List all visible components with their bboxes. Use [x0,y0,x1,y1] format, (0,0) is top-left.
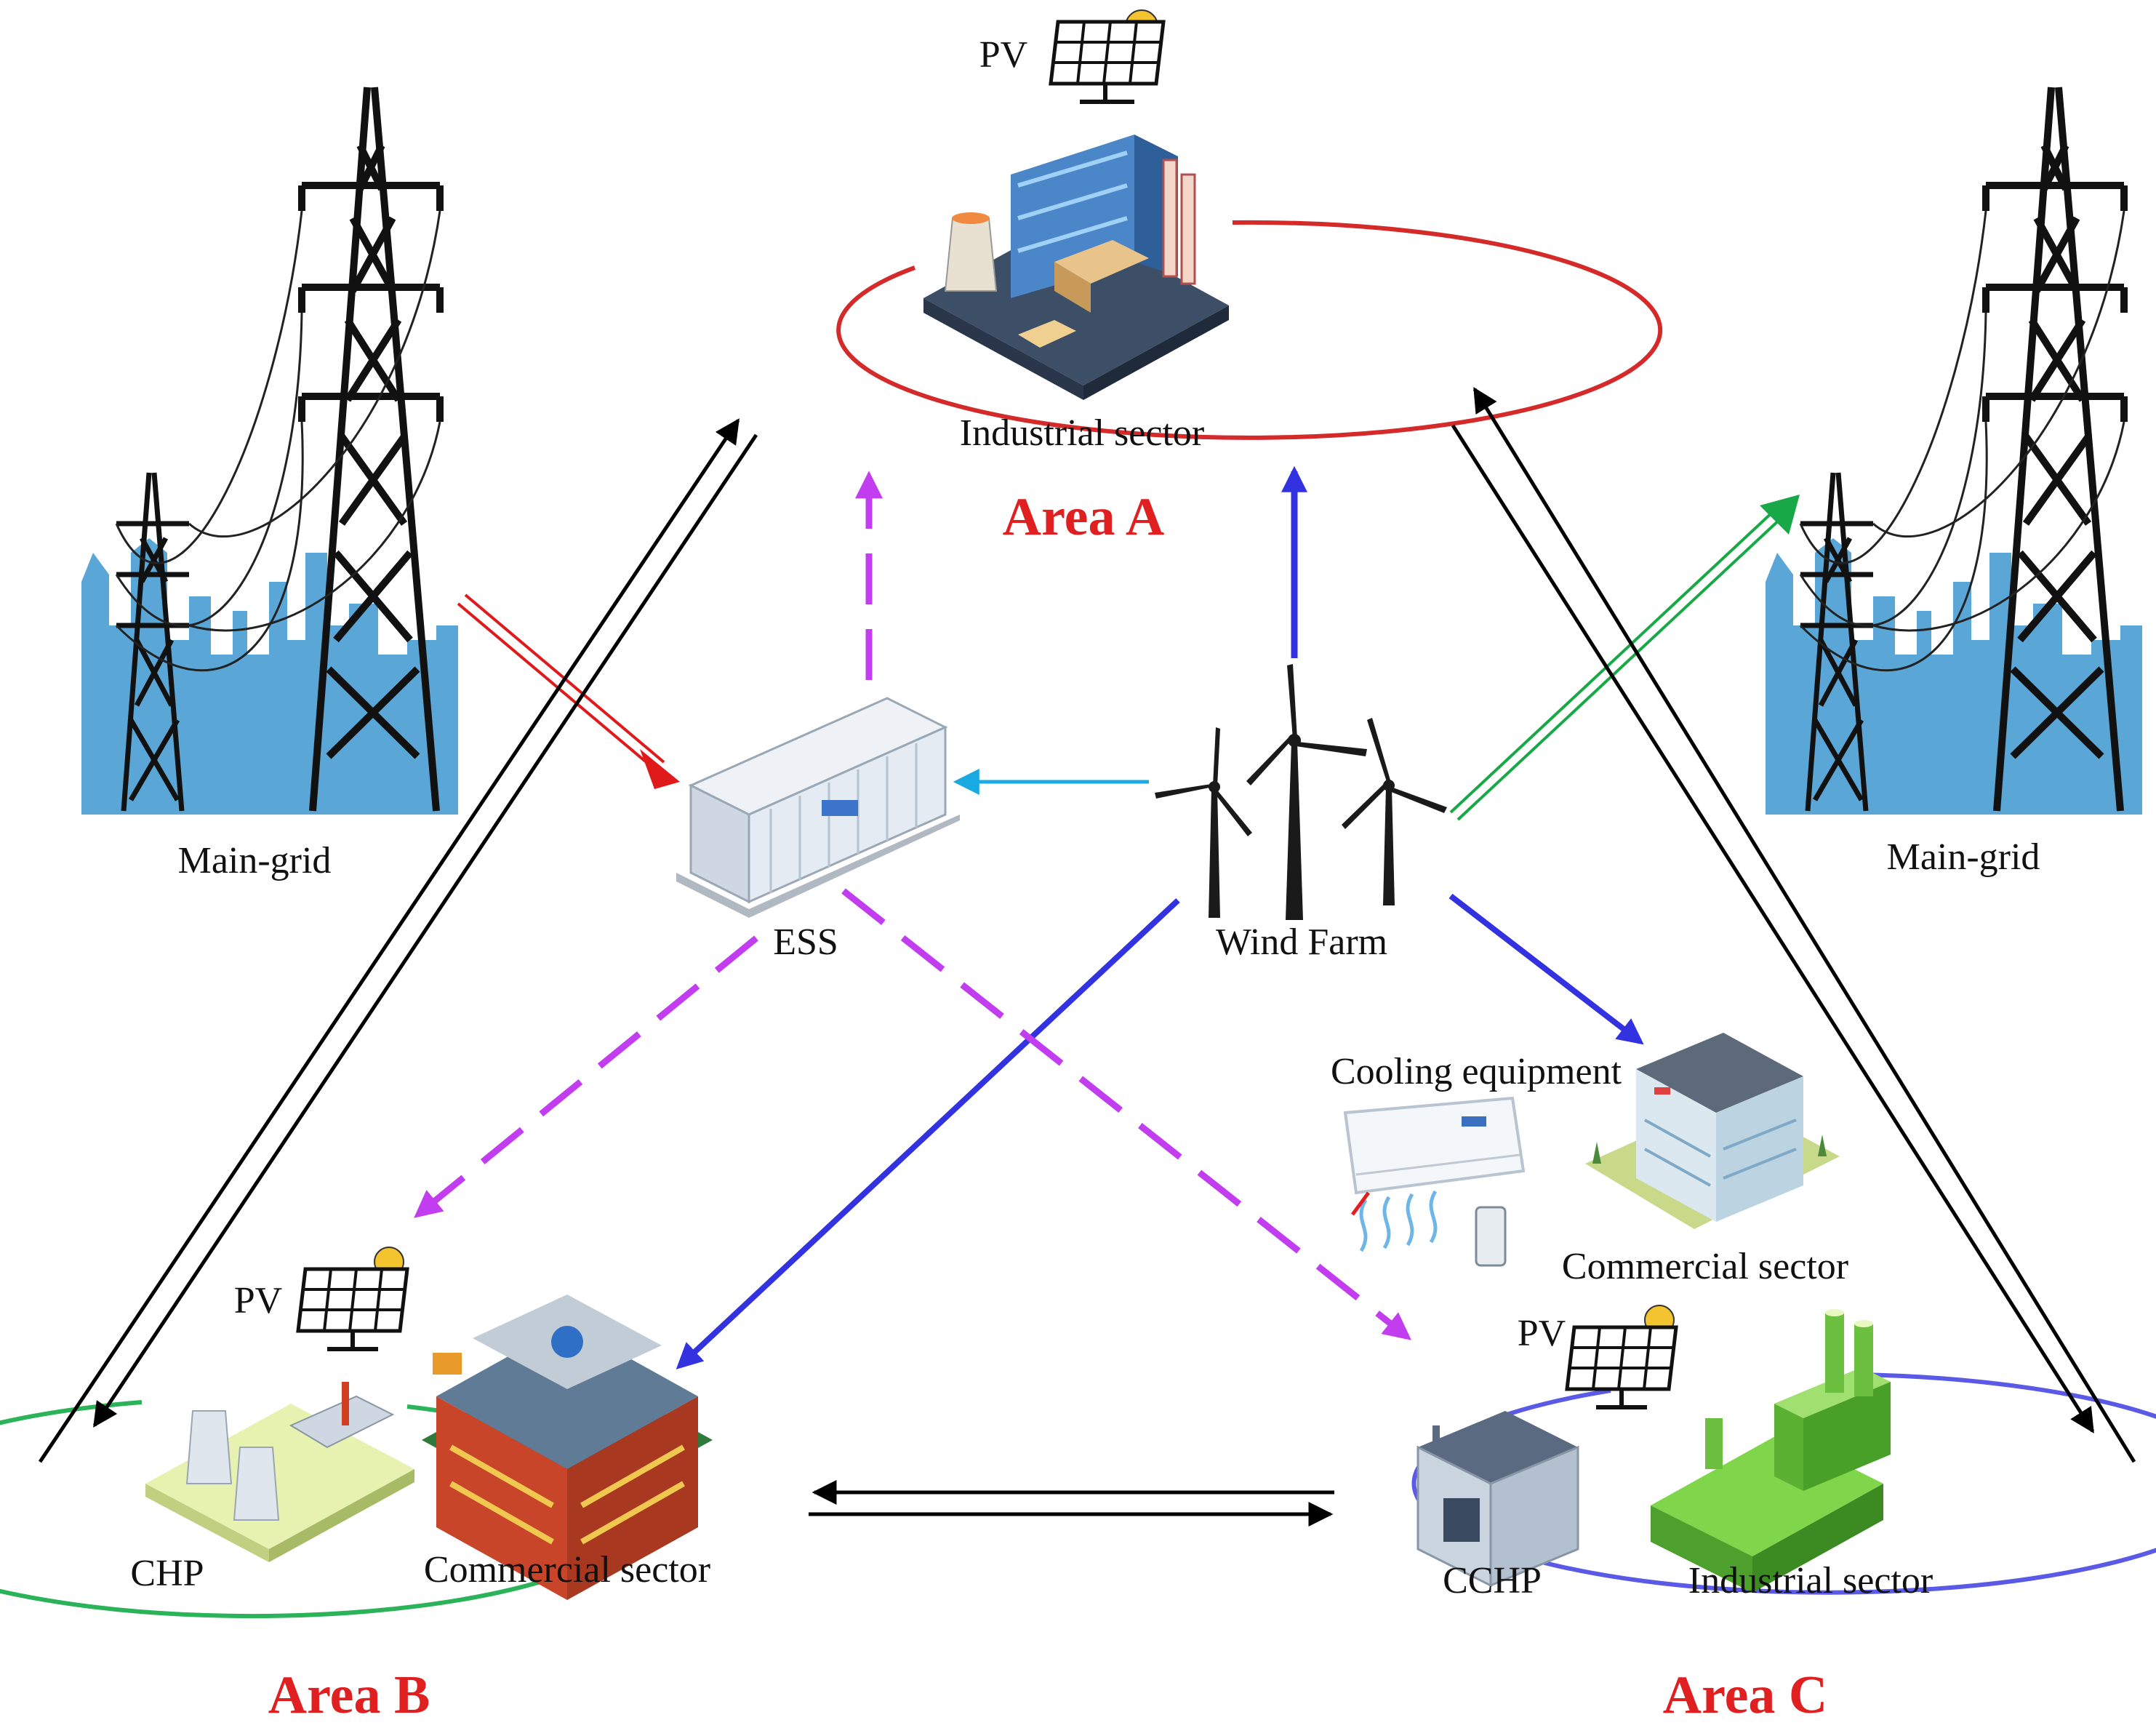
main-grid-right-illustration [1766,87,2142,815]
area-c-label: Area C [1663,1665,1828,1725]
solar-panel-icon-area-a [1049,9,1166,104]
wind-turbine-icon-left [1155,727,1252,918]
ess-to-area-b-arrow [414,935,758,1218]
area-a-ellipse [836,220,1663,440]
commercial-building-icon-area-b [422,1295,713,1600]
main-grid-right-label: Main-grid [1887,836,2040,878]
industrial-plant-icon-area-c [1651,1309,1891,1593]
chp-label: CHP [130,1553,204,1594]
transmission-tower-small-right [1800,472,1873,812]
solar-panel-icon-area-b [296,1247,409,1351]
transmission-tower-small-left [116,472,189,812]
area-b-label: Area B [268,1665,430,1725]
solar-panel-icon-area-c [1565,1305,1678,1409]
area-b-to-area-a-arrow [38,418,740,1463]
pv-label-area-b: PV [234,1280,282,1321]
cooling-equipment-label: Cooling equipment [1331,1051,1622,1092]
transmission-tower-large-left [298,87,444,812]
ess-to-area-c-arrow [841,888,1411,1340]
chp-plant-icon [145,1382,414,1562]
grid-to-ess-arrow [457,593,680,789]
area-a-label: Area A [1003,487,1165,547]
wind-to-commercial-b-arrow [676,898,1180,1369]
main-grid-left-label: Main-grid [178,840,332,881]
wind-farm-label: Wind Farm [1216,921,1387,963]
commercial-sector-label-area-b: Commercial sector [424,1549,710,1591]
wind-to-commercial-c-arrow [1448,893,1644,1045]
transmission-tower-large-right [1982,87,2128,812]
main-grid-left-illustration [81,87,458,815]
ess-label: ESS [773,921,838,963]
cchp-label: CCHP [1443,1560,1542,1601]
commercial-sector-label-area-c: Commercial sector [1562,1246,1848,1287]
ess-container-icon [676,697,960,918]
pv-label-area-a: PV [979,34,1027,76]
commercial-building-icon-area-c [1585,1033,1840,1229]
city-skyline-right [1766,538,2142,815]
cchp-unit-icon [1416,1411,1579,1588]
city-skyline-left [81,538,458,815]
area-c-ellipse [1411,1372,2156,1595]
wind-to-grid-arrow [1449,495,1800,821]
industrial-sector-label-area-c: Industrial sector [1688,1560,1933,1601]
pv-label-area-c: PV [1518,1313,1566,1354]
industrial-sector-label-area-a: Industrial sector [960,412,1204,454]
power-lines-left [115,210,441,672]
power-lines-right [1799,210,2125,672]
area-a-to-area-b-arrow [92,433,758,1428]
area-c-to-area-a-arrow [1472,387,2136,1463]
wind-turbine-icon-center [1246,664,1367,920]
air-conditioner-icon [1343,1096,1526,1267]
industrial-plant-icon-area-a [923,135,1229,400]
area-a-to-area-c-arrow [1451,424,2095,1433]
wind-turbine-icon-right [1342,718,1447,905]
